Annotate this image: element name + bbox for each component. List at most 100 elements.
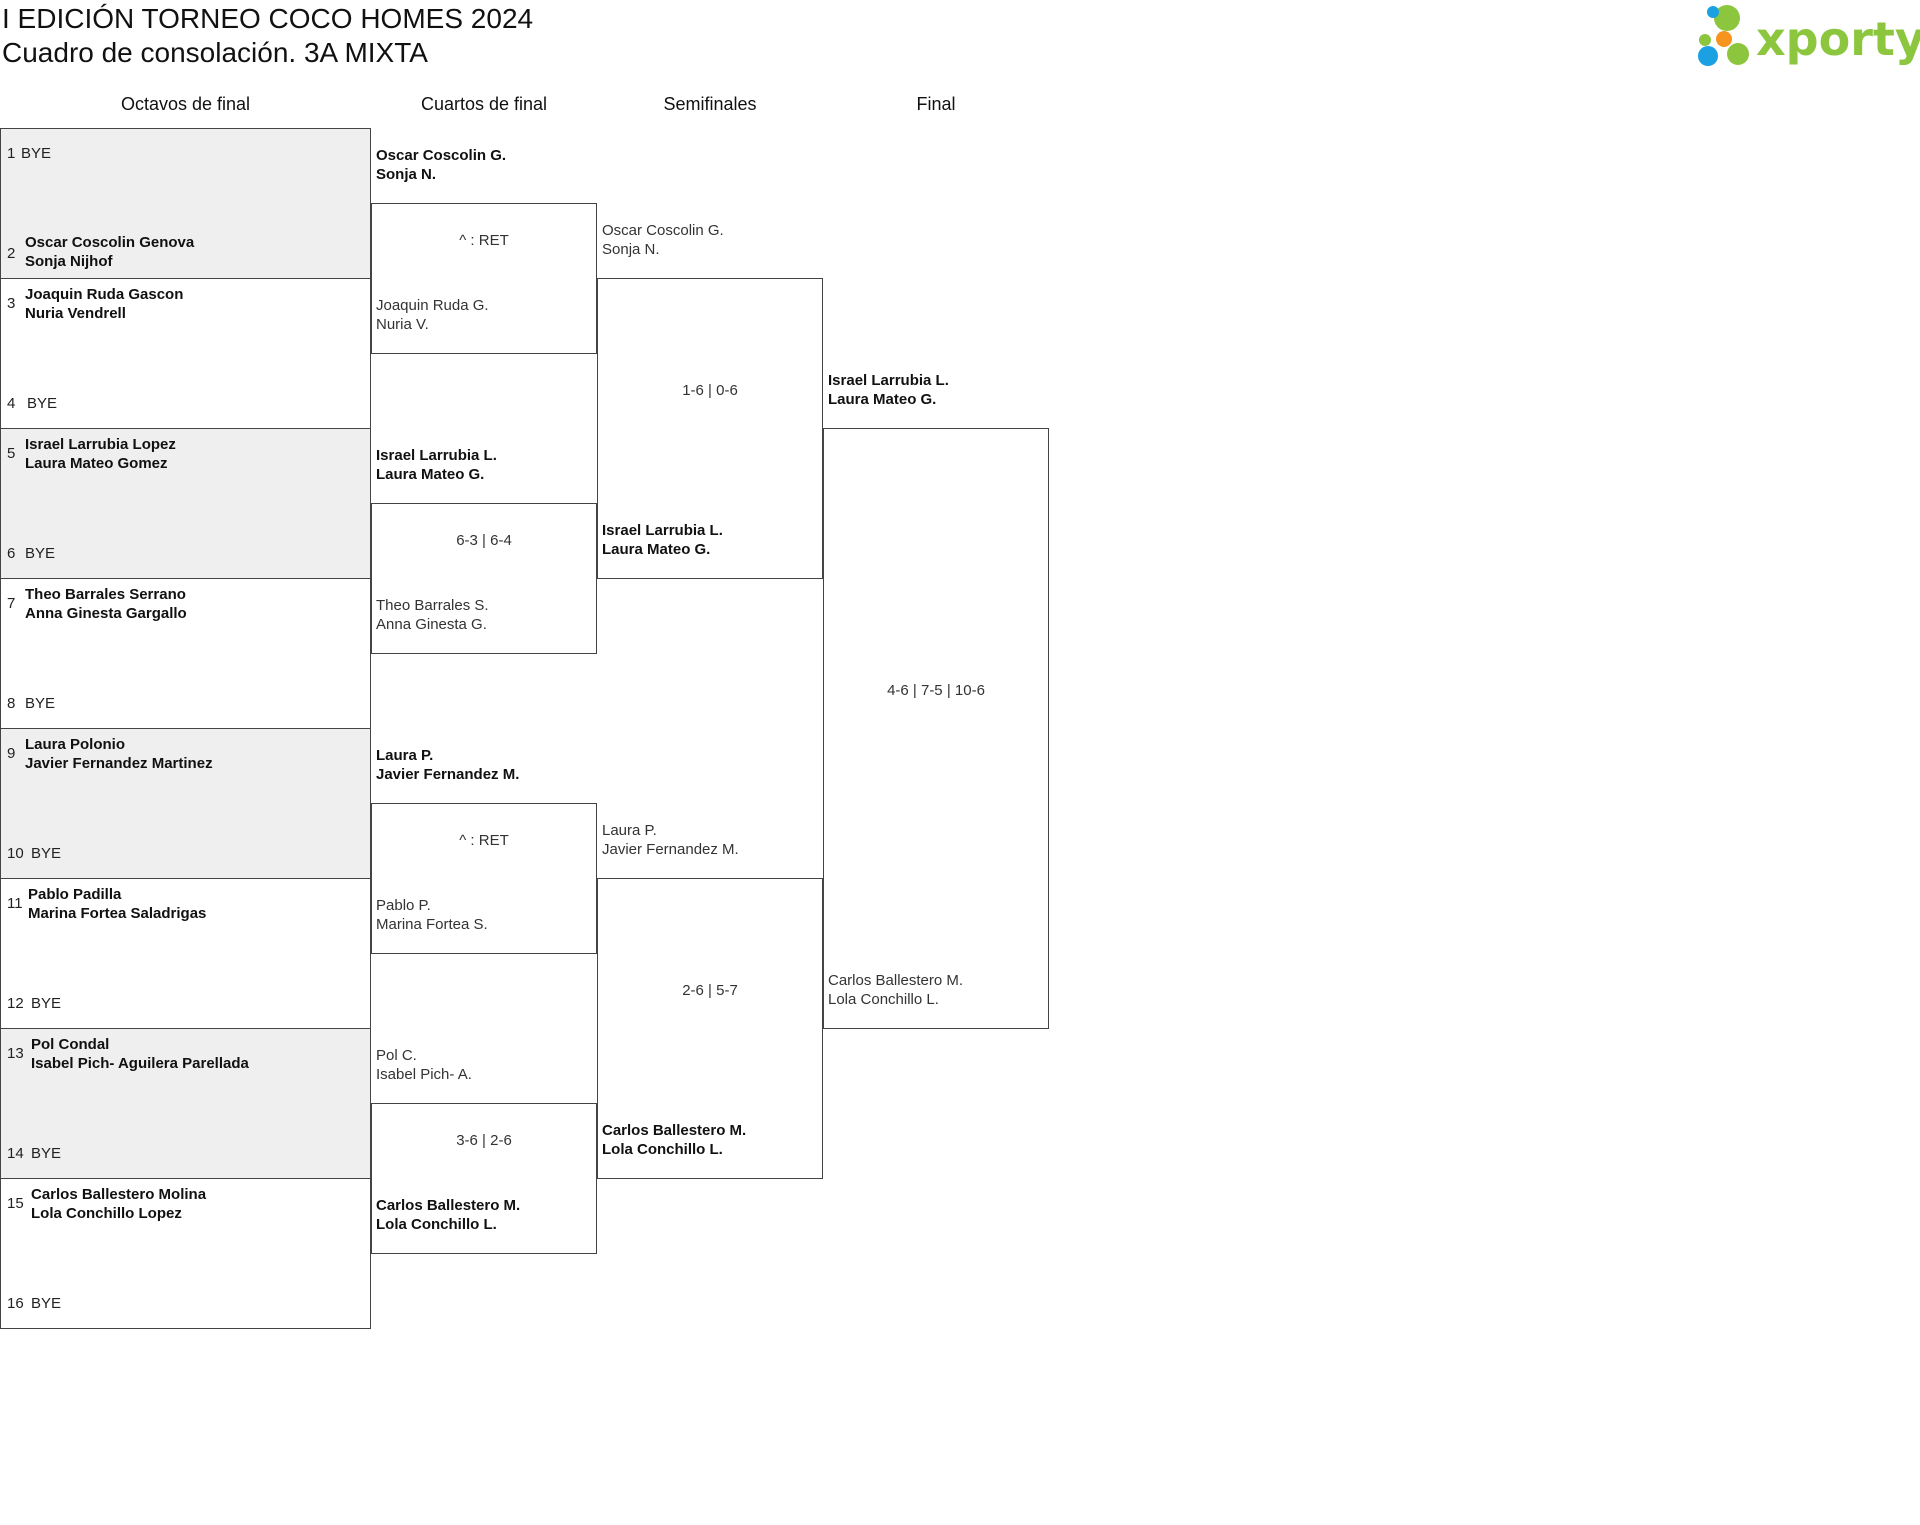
player-name: Laura Mateo Gomez: [25, 455, 168, 472]
final-team-bottom[interactable]: Carlos Ballestero M. Lola Conchillo L.: [828, 971, 963, 1009]
sf2-team-top[interactable]: Laura P. Javier Fernandez M.: [602, 821, 739, 859]
player-pair[interactable]: Laura Polonio Javier Fernandez Martinez: [25, 735, 213, 773]
bye-label: BYE: [31, 995, 62, 1012]
seed-number: 6: [7, 545, 16, 562]
sf1-score: 1-6 | 0-6: [682, 382, 738, 399]
player-name: Isabel Pich- A.: [376, 1066, 472, 1083]
qf-match-2: [371, 503, 597, 654]
title-line-2: Cuadro de consolación. 3A MIXTA: [2, 37, 428, 68]
seed-number: 12: [7, 995, 24, 1012]
qf1-team-top[interactable]: Oscar Coscolin G. Sonja N.: [376, 146, 506, 184]
qf4-score: 3-6 | 2-6: [456, 1132, 512, 1149]
player-name: Laura P.: [376, 747, 434, 764]
player-pair[interactable]: Israel Larrubia Lopez Laura Mateo Gomez: [25, 435, 176, 473]
seed-number: 9: [7, 745, 16, 762]
bye-label: BYE: [31, 845, 62, 862]
logo-text: xporty: [1756, 12, 1920, 66]
player-name: Joaquin Ruda Gascon: [25, 286, 184, 303]
seed-number: 4: [7, 395, 16, 412]
player-pair[interactable]: Carlos Ballestero Molina Lola Conchillo …: [31, 1185, 206, 1223]
sf1-team-top[interactable]: Oscar Coscolin G. Sonja N.: [602, 221, 724, 259]
qf3-team-top[interactable]: Laura P. Javier Fernandez M.: [376, 746, 519, 784]
player-name: Carlos Ballestero M.: [828, 972, 964, 989]
seed-number: 10: [7, 845, 24, 862]
final-team-top[interactable]: Israel Larrubia L. Laura Mateo G.: [828, 371, 949, 409]
qf3-score: ^ : RET: [459, 832, 509, 849]
qf2-team-top[interactable]: Israel Larrubia L. Laura Mateo G.: [376, 446, 497, 484]
player-name: Israel Larrubia L.: [376, 447, 497, 464]
round-header-r16: Octavos de final: [120, 94, 251, 114]
player-pair[interactable]: Pablo Padilla Marina Fortea Saladrigas: [28, 885, 206, 923]
qf3-team-bottom[interactable]: Pablo P. Marina Fortea S.: [376, 896, 488, 934]
player-name: Pol Condal: [31, 1036, 110, 1053]
player-name: Anna Ginesta G.: [376, 616, 487, 633]
r16-match-7: 13 Pol Condal Isabel Pich- Aguilera Pare…: [0, 1028, 371, 1179]
bye-label: BYE: [25, 695, 56, 712]
seed-number: 14: [7, 1145, 24, 1162]
seed-number: 11: [7, 895, 23, 912]
seed-number: 2: [7, 245, 16, 262]
player-name: Lola Conchillo L.: [828, 991, 939, 1008]
seed-number: 1: [7, 145, 16, 162]
qf4-team-bottom[interactable]: Carlos Ballestero M. Lola Conchillo L.: [376, 1196, 520, 1234]
page-title: I EDICIÓN TORNEO COCO HOMES 2024 Cuadro …: [2, 2, 533, 70]
qf-match-4: [371, 1103, 597, 1254]
round-header-sf: Semifinales: [663, 94, 757, 114]
player-name: Sonja N.: [602, 241, 660, 258]
player-name: Sonja N.: [376, 166, 437, 183]
sf1-team-bottom[interactable]: Israel Larrubia L. Laura Mateo G.: [602, 521, 723, 559]
r16-match-4: 7 Theo Barrales Serrano Anna Ginesta Gar…: [0, 578, 371, 729]
logo-mark-icon: xporty: [1698, 5, 1920, 66]
player-name: Pablo P.: [376, 897, 431, 914]
bye-label: BYE: [27, 395, 58, 412]
qf2-score: 6-3 | 6-4: [456, 532, 512, 549]
qf2-team-bottom[interactable]: Theo Barrales S. Anna Ginesta G.: [376, 596, 489, 634]
player-name: Sonja Nijhof: [25, 253, 113, 270]
qf1-team-bottom[interactable]: Joaquin Ruda G. Nuria V.: [376, 296, 489, 334]
player-name: Marina Fortea Saladrigas: [28, 905, 207, 922]
player-name: Israel Larrubia Lopez: [25, 436, 176, 453]
player-name: Carlos Ballestero M.: [376, 1197, 521, 1214]
r16-match-1: 1 BYE 2 Oscar Coscolin Genova Sonja Nijh…: [0, 128, 371, 279]
player-name: Laura Mateo G.: [376, 466, 485, 483]
sf2-score: 2-6 | 5-7: [682, 982, 738, 999]
player-pair[interactable]: Theo Barrales Serrano Anna Ginesta Garga…: [25, 585, 187, 623]
player-name: Laura Mateo G.: [828, 391, 937, 408]
qf4-team-top[interactable]: Pol C. Isabel Pich- A.: [376, 1046, 472, 1084]
player-pair[interactable]: Joaquin Ruda Gascon Nuria Vendrell: [25, 285, 183, 323]
title-line-1: I EDICIÓN TORNEO COCO HOMES 2024: [2, 3, 534, 34]
bye-label: BYE: [25, 545, 56, 562]
player-name: Theo Barrales S.: [376, 597, 489, 614]
r16-match-8: 15 Carlos Ballestero Molina Lola Conchil…: [0, 1178, 371, 1329]
player-name: Oscar Coscolin Genova: [25, 234, 195, 251]
player-name: Lola Conchillo L.: [602, 1141, 723, 1158]
round-header-final: Final: [916, 94, 956, 114]
player-name: Lola Conchillo L.: [376, 1216, 497, 1233]
sf-match-1: [597, 278, 823, 579]
seed-number: 7: [7, 595, 16, 612]
player-name: Anna Ginesta Gargallo: [25, 605, 187, 622]
player-pair[interactable]: Oscar Coscolin Genova Sonja Nijhof: [25, 233, 194, 271]
bye-label: BYE: [31, 1295, 62, 1312]
seed-number: 8: [7, 695, 16, 712]
player-name: Carlos Ballestero Molina: [31, 1186, 207, 1203]
seed-number: 3: [7, 295, 16, 312]
player-name: Laura P.: [602, 822, 657, 839]
player-name: Marina Fortea S.: [376, 916, 488, 933]
seed-number: 15: [7, 1195, 24, 1212]
player-name: Theo Barrales Serrano: [25, 586, 186, 603]
player-name: Nuria V.: [376, 316, 429, 333]
player-name: Carlos Ballestero M.: [602, 1122, 747, 1139]
player-name: Lola Conchillo Lopez: [31, 1205, 182, 1222]
bye-label: BYE: [21, 145, 52, 162]
r16-match-5: 9 Laura Polonio Javier Fernandez Martine…: [0, 728, 371, 879]
qf-match-1: [371, 203, 597, 354]
player-name: Laura Mateo G.: [602, 541, 711, 558]
qf-match-3: [371, 803, 597, 954]
player-name: Laura Polonio: [25, 736, 126, 753]
player-name: Oscar Coscolin G.: [602, 222, 724, 239]
qf1-score: ^ : RET: [459, 232, 509, 249]
player-pair[interactable]: Pol Condal Isabel Pich- Aguilera Parella…: [31, 1035, 249, 1073]
seed-number: 5: [7, 445, 16, 462]
sf2-team-bottom[interactable]: Carlos Ballestero M. Lola Conchillo L.: [602, 1121, 746, 1159]
